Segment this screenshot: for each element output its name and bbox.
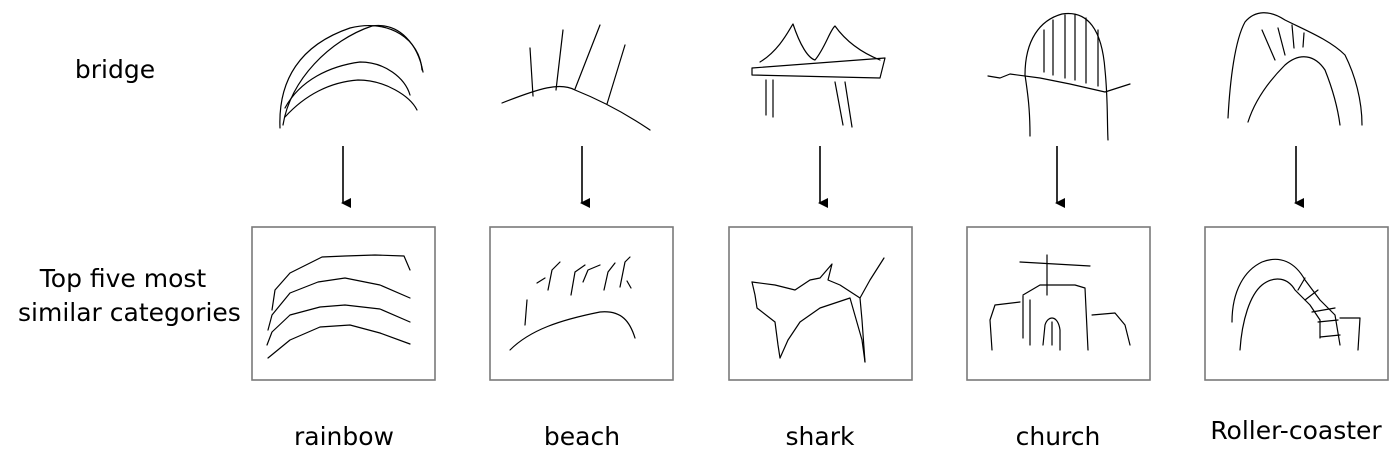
query-label: bridge bbox=[74, 55, 156, 84]
result-sketch-beach bbox=[509, 256, 636, 351]
arrows bbox=[341, 146, 1304, 208]
result-sketch-roller-coaster bbox=[1231, 258, 1361, 351]
category-label-1: rainbow bbox=[294, 422, 394, 451]
result-frame-3 bbox=[728, 226, 913, 381]
category-label-5: Roller-coaster bbox=[1210, 416, 1382, 445]
result-frame-5 bbox=[1204, 226, 1389, 381]
query-sketch-4 bbox=[987, 12, 1131, 141]
category-label-3: shark bbox=[785, 422, 855, 451]
category-label-2: beach bbox=[543, 422, 621, 451]
result-frame-2 bbox=[489, 226, 674, 381]
result-frame-4 bbox=[966, 226, 1151, 381]
query-sketch-5 bbox=[1227, 12, 1363, 126]
results-label: Top five most similar categories bbox=[18, 262, 241, 330]
query-sketch-3 bbox=[751, 23, 886, 128]
results-label-line1: Top five most bbox=[39, 264, 207, 293]
result-sketch-church bbox=[989, 254, 1131, 351]
results-label-line2: similar categories bbox=[18, 298, 241, 327]
query-sketch-2 bbox=[501, 24, 651, 131]
result-sketch-shark bbox=[751, 257, 885, 363]
result-frame-1 bbox=[251, 226, 436, 381]
query-sketch-1 bbox=[279, 24, 424, 129]
result-sketch-rainbow bbox=[266, 254, 411, 359]
category-label-4: church bbox=[1015, 422, 1101, 451]
